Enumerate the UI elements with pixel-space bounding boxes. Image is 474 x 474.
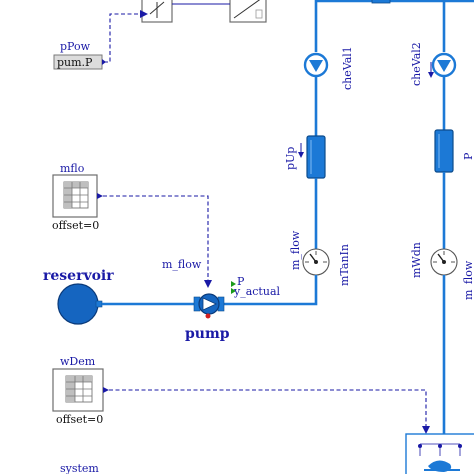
mflo-label: mflo — [60, 162, 85, 175]
cheval2-direction-arrow — [428, 62, 434, 78]
ppow-expression-block[interactable]: pPow pum.P — [53, 40, 106, 70]
reservoir-label: reservoir — [43, 268, 114, 284]
wdem-offset-text: offset=0 — [56, 413, 103, 426]
reservoir-port — [95, 300, 103, 308]
top-switch-block[interactable] — [141, 0, 173, 23]
pipe-pup[interactable] — [306, 135, 326, 179]
wdem-signal-line — [109, 389, 427, 428]
flow-sensor-mtanin[interactable] — [302, 248, 330, 276]
pump-label: pump — [185, 326, 230, 342]
wdem-table-block[interactable]: wDem — [52, 355, 109, 412]
mtanin-mflow-label: m_flow — [289, 230, 302, 270]
top-limiter-block[interactable] — [229, 0, 267, 23]
system-label: system — [60, 462, 99, 474]
pump-component[interactable] — [193, 293, 225, 319]
tank-input-arrow — [422, 426, 430, 434]
ppow-output-port — [102, 59, 106, 65]
pump-p-label: P — [237, 275, 245, 288]
mflo-offset-text: offset=0 — [52, 219, 99, 232]
mwdn-mflow-label: m_flow — [462, 260, 474, 300]
reservoir-tank[interactable] — [57, 283, 99, 325]
mflo-signal-line — [103, 195, 209, 282]
cheval1-label: cheVal1 — [341, 46, 354, 90]
check-valve-1[interactable] — [303, 52, 329, 78]
demand-tank-block[interactable] — [405, 433, 474, 474]
flow-sensor-mwdn[interactable] — [430, 248, 458, 276]
mtanin-label: mTanIn — [338, 244, 351, 286]
ppow-output-text: pum.P — [57, 56, 93, 69]
switch-input-arrow — [140, 10, 148, 18]
check-valve-2[interactable] — [431, 52, 457, 78]
pump-input-arrow — [204, 280, 212, 288]
cheval2-label: cheVal2 — [410, 42, 423, 86]
header-pipe-stub — [371, 0, 391, 4]
pump-yactual-label: y_actual — [233, 285, 280, 298]
pump-outlet-line — [222, 275, 318, 306]
pup-label: pUp — [284, 147, 297, 170]
ppow-signal-line — [104, 13, 140, 63]
pup-direction-arrow — [298, 143, 304, 158]
mwdn-label: mWdn — [410, 242, 423, 278]
wdem-label: wDem — [60, 355, 96, 368]
right-pipe-partial-label: P — [462, 152, 474, 160]
mflo-table-block[interactable]: mflo — [52, 162, 103, 218]
pump-output-ports — [231, 281, 236, 294]
m-flow-signal-label: m_flow — [162, 258, 202, 271]
pipe-right[interactable] — [434, 129, 454, 173]
ppow-label: pPow — [60, 40, 91, 53]
